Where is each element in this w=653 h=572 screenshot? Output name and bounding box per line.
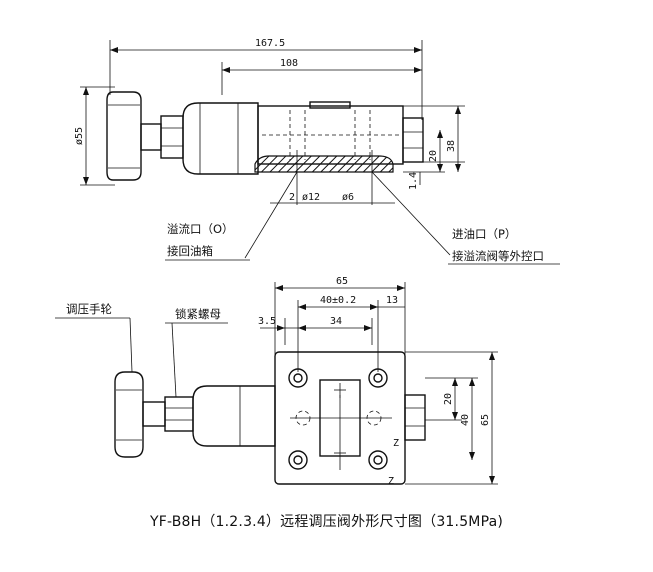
dim-handwheel-dia: ø55 xyxy=(74,127,85,145)
dim-hole-13: 13 xyxy=(386,295,398,306)
label-inlet-port: 进油口（P） xyxy=(452,227,516,241)
dim-port-dia-6: ø6 xyxy=(342,192,354,203)
label-handwheel: 调压手轮 xyxy=(66,302,112,316)
z-mark-1: Z xyxy=(393,438,399,449)
dim-height-20: 20 xyxy=(428,150,439,162)
dim-front-65: 65 xyxy=(480,414,491,426)
label-overflow-port: 溢流口（O） xyxy=(167,222,234,236)
dim-front-40: 40 xyxy=(460,414,471,426)
front-view: 65 40±0.2 13 3.5 34 xyxy=(114,276,498,487)
label-overflow-return: 接回油箱 xyxy=(167,244,213,258)
dim-hole-40: 40±0.2 xyxy=(320,295,356,306)
dim-spacing-34: 34 xyxy=(330,316,342,327)
dim-edge-3-5: 3.5 xyxy=(258,316,276,327)
figure-caption: YF-B8H（1.2.3.4）远程调压阀外形尺寸图（31.5MPa) xyxy=(149,514,504,530)
label-lock-nut: 锁紧螺母 xyxy=(175,307,221,321)
dim-height-38: 38 xyxy=(446,140,457,152)
dim-offset-1-4: 1.4 xyxy=(408,172,419,190)
z-mark-2: Z xyxy=(388,476,394,487)
bolt-holes xyxy=(288,368,388,470)
dim-body-length: 108 xyxy=(280,58,298,69)
dim-port-gap-2: 2 xyxy=(289,192,295,203)
dim-width-65: 65 xyxy=(336,276,348,287)
label-inlet-connect: 接溢流阀等外控口 xyxy=(452,249,544,263)
dim-overall-length: 167.5 xyxy=(255,38,285,49)
dim-front-20: 20 xyxy=(443,393,454,405)
dim-port-dia-12: ø12 xyxy=(302,192,320,203)
side-view: 167.5 108 ø55 xyxy=(74,38,465,259)
